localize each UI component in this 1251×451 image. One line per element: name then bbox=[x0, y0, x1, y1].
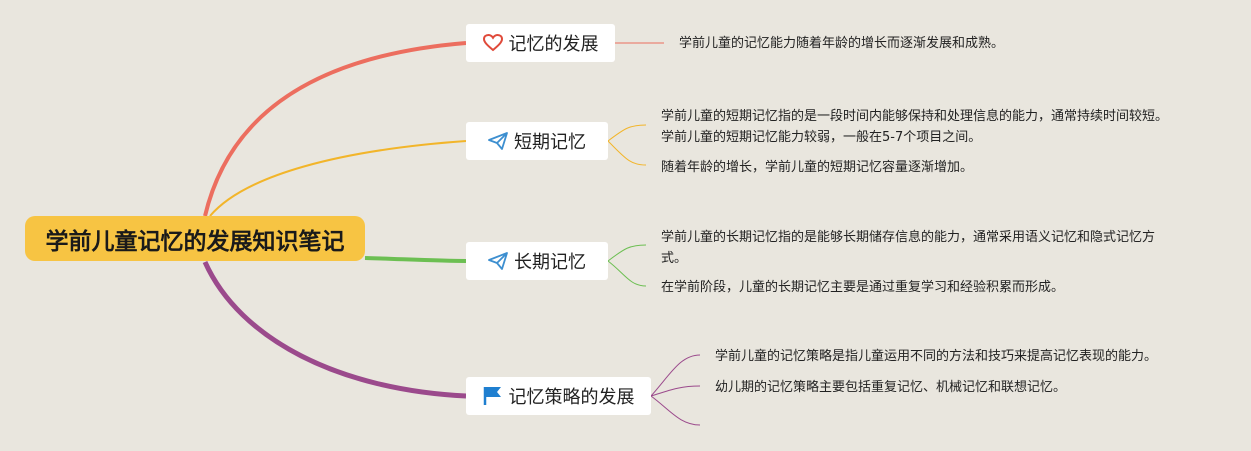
note-line-short-term-1 bbox=[607, 124, 647, 142]
root-topic[interactable]: 学前儿童记忆的发展知识笔记 bbox=[25, 216, 365, 261]
topic-memory-strategy[interactable]: 记忆策略的发展 bbox=[466, 377, 651, 415]
paper-plane-icon bbox=[488, 132, 508, 150]
note-line-short-term-2 bbox=[607, 140, 647, 166]
note-strategy-2: 幼儿期的记忆策略主要包括重复记忆、机械记忆和联想记忆。 bbox=[715, 380, 1067, 395]
note-long-term-2: 在学前阶段，儿童的长期记忆主要是通过重复学习和经验积累而形成。 bbox=[661, 280, 1065, 295]
topic-label: 记忆策略的发展 bbox=[508, 387, 635, 408]
topic-short-term-memory[interactable]: 短期记忆 bbox=[466, 122, 608, 160]
branch-line-strategy bbox=[202, 260, 467, 399]
topic-long-term-memory[interactable]: 长期记忆 bbox=[466, 242, 608, 280]
topic-label: 记忆的发展 bbox=[508, 34, 599, 55]
heart-icon bbox=[482, 34, 503, 52]
topic-label: 长期记忆 bbox=[514, 252, 586, 273]
note-line-strategy-2 bbox=[650, 385, 701, 397]
note-line-strategy-3 bbox=[650, 395, 701, 426]
note-short-term-1: 学前儿童的短期记忆指的是一段时间内能够保持和处理信息的能力，通常持续时间较短。学… bbox=[661, 109, 1169, 145]
note-line-long-term-2 bbox=[607, 260, 647, 287]
branch-line-development bbox=[203, 41, 467, 217]
note-strategy-1: 学前儿童的记忆策略是指儿童运用不同的方法和技巧来提高记忆表现的能力。 bbox=[715, 349, 1158, 364]
root-topic-label: 学前儿童记忆的发展知识笔记 bbox=[45, 228, 345, 255]
note-line-strategy-1 bbox=[650, 354, 701, 397]
paper-plane-icon bbox=[488, 252, 508, 270]
note-development-1: 学前儿童的记忆能力随着年龄的增长而逐渐发展和成熟。 bbox=[679, 36, 1005, 51]
note-short-term-2: 随着年龄的增长，学前儿童的短期记忆容量逐渐增加。 bbox=[661, 160, 974, 175]
flag-icon bbox=[483, 386, 503, 406]
branch-line-long-term bbox=[364, 256, 467, 263]
topic-memory-development[interactable]: 记忆的发展 bbox=[466, 24, 615, 62]
note-line-long-term-1 bbox=[607, 244, 647, 262]
branch-line-short-term bbox=[209, 140, 467, 217]
topic-label: 短期记忆 bbox=[514, 132, 586, 153]
note-long-term-1: 学前儿童的长期记忆指的是能够长期储存信息的能力，通常采用语义记忆和隐式记忆方式。 bbox=[661, 230, 1156, 266]
